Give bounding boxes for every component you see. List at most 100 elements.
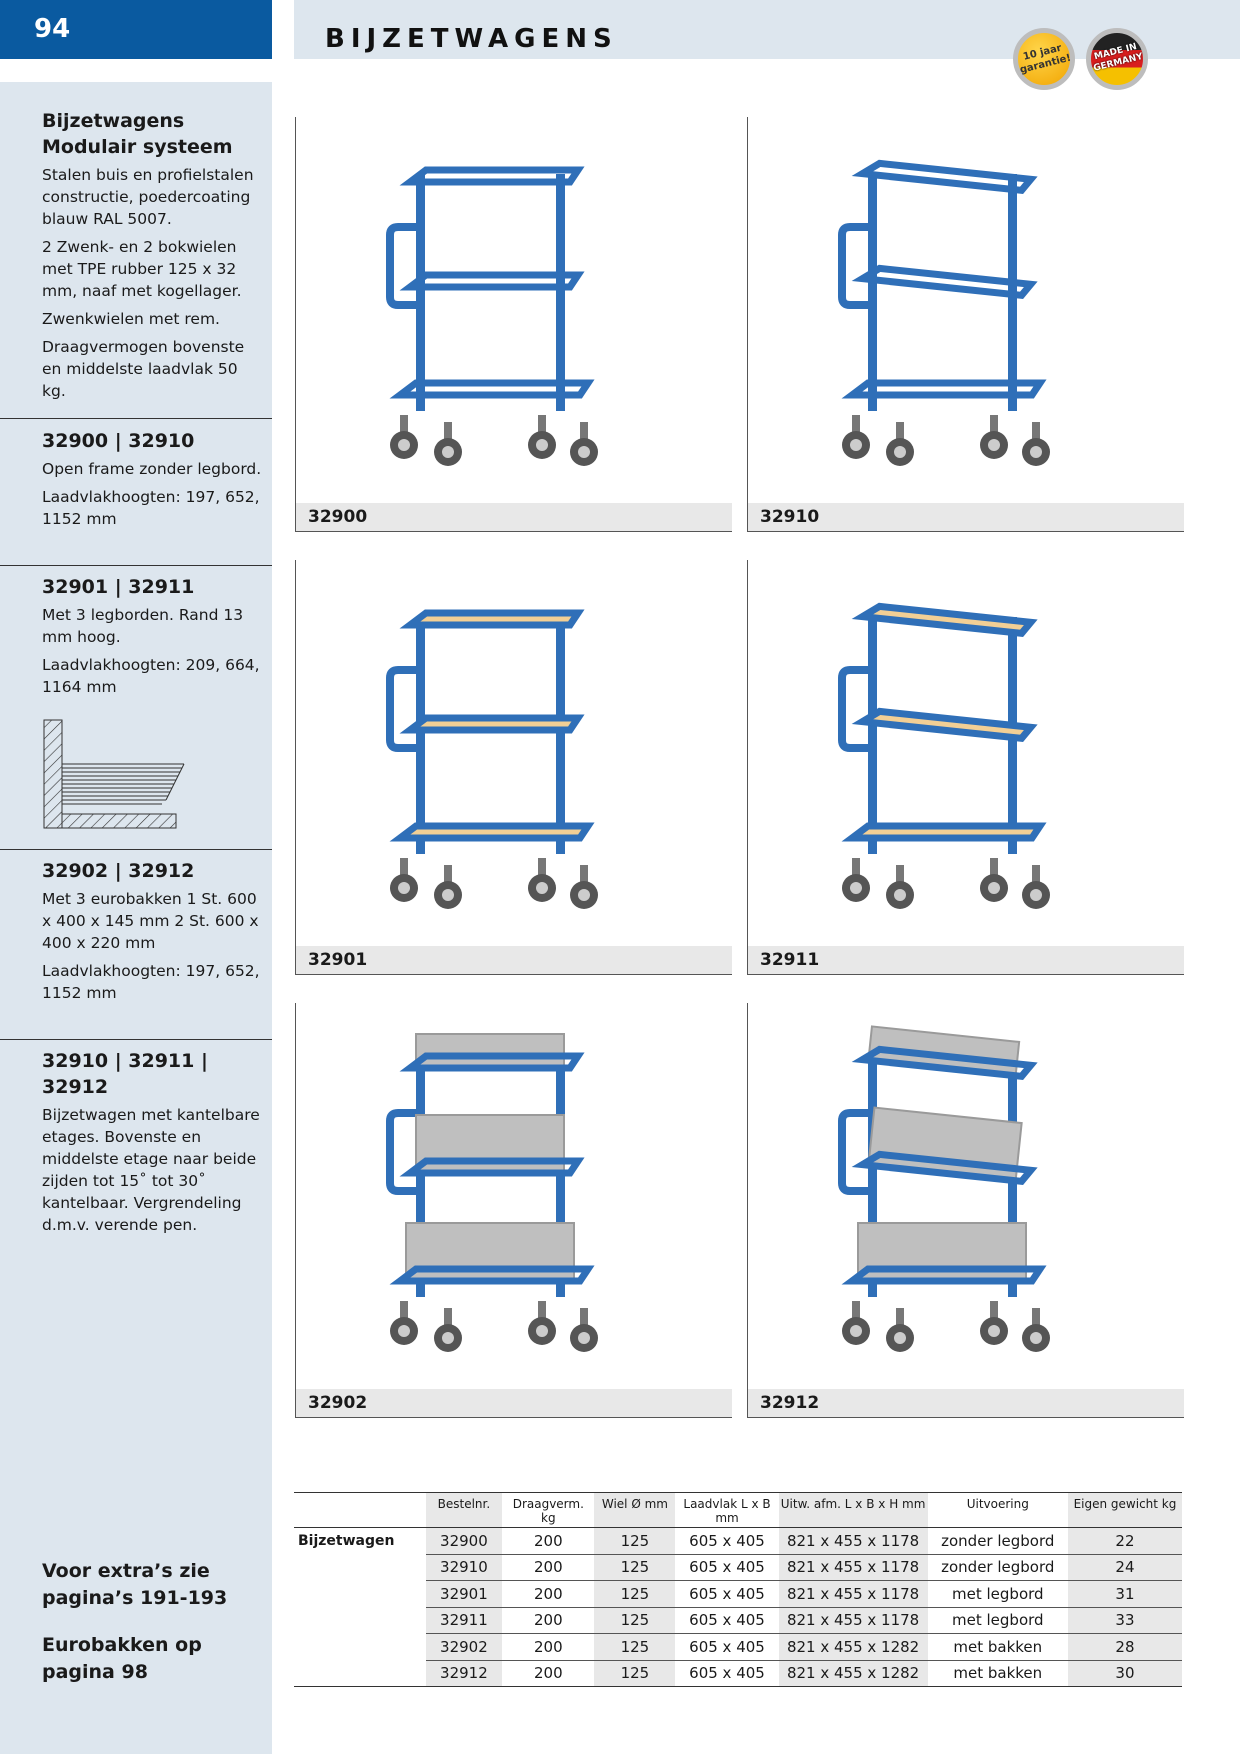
- cart-upright: [556, 617, 565, 854]
- wheel-fork: [896, 422, 904, 440]
- cart-shelf: [389, 822, 595, 842]
- wheel-fork: [852, 415, 860, 433]
- cart-upright: [556, 1060, 565, 1297]
- cart-handle: [386, 223, 416, 309]
- table-cell: 821 x 455 x 1178: [778, 1554, 928, 1581]
- made-in-germany-badge-icon: MADE IN GERMANY: [1086, 28, 1148, 90]
- spec-table: Bestelnr. Draagverm. kg Wiel Ø mm Laadvl…: [294, 1492, 1182, 1687]
- wheel-hub: [988, 439, 1000, 451]
- cart-shelf: [851, 1106, 1038, 1186]
- cart-handle: [838, 666, 868, 752]
- shelf-frame: [851, 1045, 1038, 1081]
- sidebar-text: 2 Zwenk- en 2 bokwielen met TPE rubber 1…: [42, 238, 242, 300]
- sidebar-text: Draagvermogen bovenste en middelste laad…: [42, 338, 245, 400]
- cart-shelf: [841, 1222, 1047, 1285]
- cart-upright: [868, 1060, 877, 1297]
- shelf-frame: [841, 1265, 1047, 1285]
- table-cell: 821 x 455 x 1282: [778, 1660, 928, 1687]
- sidebar-text: Bijzetwagen met kantelbare etages. Boven…: [42, 1106, 260, 1234]
- page-number: 94: [0, 0, 272, 59]
- table-cell: met bakken: [927, 1633, 1068, 1661]
- cart-shelf: [851, 1025, 1038, 1081]
- product-code: 32910: [748, 503, 1184, 531]
- sidebar-text: Met 3 legborden. Rand 13 mm hoog.: [42, 606, 244, 646]
- table-cell: 125: [594, 1527, 676, 1555]
- wheel-fork: [444, 422, 452, 440]
- shelf-frame: [399, 166, 585, 186]
- shelf-frame: [399, 271, 585, 291]
- shelf-frame: [851, 707, 1038, 743]
- wheel-hub: [850, 439, 862, 451]
- table-cell: 32911: [425, 1607, 503, 1634]
- cart-shelf: [399, 166, 585, 186]
- cart-shelf: [399, 714, 585, 734]
- table-cell: 200: [502, 1607, 595, 1634]
- extras-reference: Voor extra’s zie pagina’s 191-193: [42, 1560, 228, 1609]
- table-cell: 31: [1067, 1580, 1182, 1608]
- sidebar-text: Laadvlakhoogten: 197, 652, 1152 mm: [42, 488, 260, 528]
- wheel-fork: [1032, 1308, 1040, 1326]
- wheel-fork: [400, 858, 408, 876]
- cart-upright: [416, 1060, 425, 1297]
- wheel-fork: [580, 865, 588, 883]
- table-header: Eigen gewicht kg: [1067, 1492, 1182, 1528]
- cart-shelf: [389, 1222, 595, 1285]
- table-cell: 605 x 405: [675, 1554, 779, 1581]
- table-cell: 32900: [425, 1527, 503, 1555]
- shelf-frame: [841, 822, 1047, 842]
- cart-shelf: [841, 822, 1047, 842]
- cart-image: [838, 1025, 1050, 1352]
- table-header: Wiel Ø mm: [594, 1492, 676, 1528]
- table-cell: 200: [502, 1554, 595, 1581]
- cart-handle: [838, 1109, 868, 1195]
- table-row-label: [294, 1607, 426, 1634]
- product-panel: 32901: [295, 560, 732, 975]
- shelf-frame: [851, 159, 1038, 195]
- euro-bin: [415, 1033, 565, 1069]
- table-row-label: Bijzetwagen: [298, 1533, 395, 1549]
- table-header-row: Bestelnr. Draagverm. kg Wiel Ø mm Laadvl…: [294, 1492, 1182, 1528]
- table-cell: 605 x 405: [675, 1633, 779, 1661]
- table-row-label: [294, 1581, 426, 1608]
- wheel-fork: [400, 415, 408, 433]
- wheel-fork: [444, 865, 452, 883]
- table-cell: zonder legbord: [927, 1554, 1068, 1581]
- cart-shelf: [851, 159, 1038, 195]
- table-cell: 605 x 405: [675, 1607, 779, 1634]
- table-cell: met legbord: [927, 1607, 1068, 1634]
- table-header: Uitw. afm. L x B x H mm: [778, 1492, 928, 1528]
- cart-shelf: [851, 707, 1038, 743]
- wheel-fork: [896, 1308, 904, 1326]
- wheel-hub: [578, 446, 590, 458]
- wheel-hub: [894, 1332, 906, 1344]
- table-row-label: [294, 1634, 426, 1661]
- table-cell: 125: [594, 1633, 676, 1661]
- sidebar-text: Open frame zonder legbord.: [42, 460, 262, 478]
- cart-upright: [416, 174, 425, 411]
- table-row-label: [294, 1660, 426, 1687]
- sidebar-text: Zwenkwielen met rem.: [42, 310, 220, 328]
- shelf-frame: [389, 379, 595, 399]
- eurobakken-reference: Eurobakken op pagina 98: [42, 1634, 202, 1683]
- shelf-frame: [851, 602, 1038, 638]
- page-title: BIJZETWAGENS: [325, 24, 618, 54]
- wheel-fork: [990, 858, 998, 876]
- wheel-hub: [398, 882, 410, 894]
- table-header: Bestelnr.: [425, 1492, 503, 1528]
- wheel-hub: [578, 889, 590, 901]
- table-header: Draagverm. kg: [502, 1492, 595, 1528]
- table-cell: 32910: [425, 1554, 503, 1581]
- table-cell: met legbord: [927, 1580, 1068, 1608]
- table-cell: 821 x 455 x 1178: [778, 1607, 928, 1634]
- table-cell: 22: [1067, 1527, 1182, 1555]
- table-cell: 125: [594, 1554, 676, 1581]
- sidebar-section: 32900 | 32910 Open frame zonder legbord.…: [42, 428, 264, 536]
- wheel-hub: [398, 439, 410, 451]
- wheel-fork: [852, 1301, 860, 1319]
- table-cell: 200: [502, 1527, 595, 1555]
- wheel-fork: [400, 1301, 408, 1319]
- wheel-fork: [538, 858, 546, 876]
- cart-upright: [868, 174, 877, 411]
